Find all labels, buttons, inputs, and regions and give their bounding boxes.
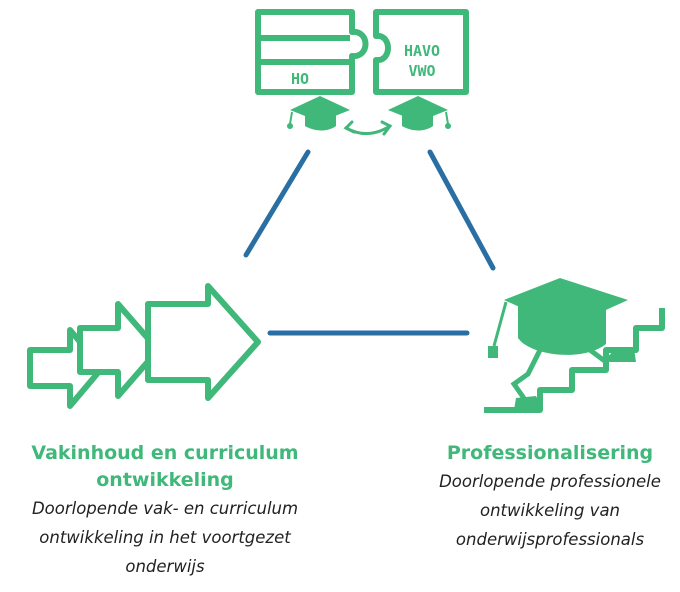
puzzle-piece-right [373,9,469,95]
cap-right-tassel-end [445,123,451,129]
walking-cap-foot-left [514,396,542,410]
graduation-cap-icon [287,96,451,131]
cap-left-board [290,96,350,122]
puzzle-piece-left [255,9,369,95]
cap-left-base [305,114,336,131]
puzzle-icon [255,9,469,95]
caption-professionalisering: Professionalisering Doorlopende professi… [400,440,680,554]
connector-lines [243,149,496,336]
walking-cap-leg-left [510,347,543,407]
chevron-arrow-2 [77,301,161,399]
connector-top-left [243,149,311,258]
caption-vakinhoud: Vakinhoud en curriculum ontwikkeling Doo… [0,440,330,581]
caption-vakinhoud-title-1: Vakinhoud en curriculum [31,442,299,464]
exchange-arrows-icon [343,120,393,136]
puzzle-left-label: HO [291,70,309,88]
cap-walking-up-stairs-icon [484,278,665,413]
stairs [484,308,665,413]
walking-cap-foot-right [610,348,636,362]
caption-vakinhoud-desc-1: Doorlopende vak- en curriculum [31,499,299,518]
exchange-arrowhead-left [343,120,356,134]
chevron-arrow-3 [145,283,261,401]
caption-professionalisering-title: Professionalisering [446,442,654,464]
exchange-arrowhead-right [380,120,393,136]
cap-right-tassel [445,111,449,125]
chevron-arrows-icon [27,283,261,409]
caption-professionalisering-desc-2: ontwikkeling van [479,501,621,520]
caption-vakinhoud-desc-3: onderwijs [125,557,205,576]
walking-cap-board [504,278,628,328]
puzzle-right-label-2: VWO [408,62,435,80]
walking-cap-tassel [492,301,508,347]
walking-cap-body [518,306,606,355]
cap-right-board [388,96,448,122]
connector-top-right [427,149,496,271]
puzzle-right-label-1: HAVO [404,42,440,60]
caption-vakinhoud-title-2: ontwikkeling [96,469,234,491]
cap-right-base [402,114,433,131]
cap-left-tassel [289,111,293,125]
caption-professionalisering-desc-3: onderwijsprofessionals [455,530,645,549]
caption-vakinhoud-desc-2: ontwikkeling in het voortgezet [39,528,291,547]
cap-left-tassel-end [287,123,293,129]
walking-cap-tassel-end [488,346,498,358]
caption-professionalisering-desc-1: Doorlopende professionele [439,472,661,491]
